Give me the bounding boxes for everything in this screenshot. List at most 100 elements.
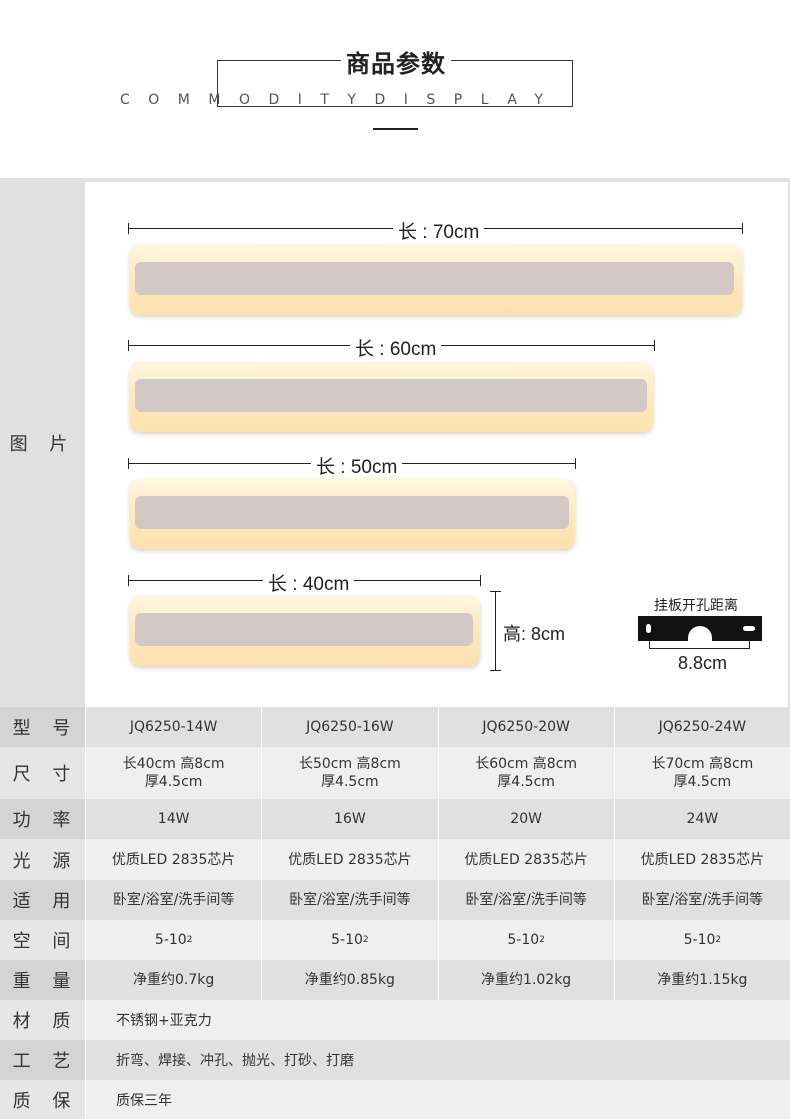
cell-text: 长70cm 高8cm 厚4.5cm [651,756,754,790]
row-label: 材 质 [0,1000,85,1040]
header: 商品参数 COMMODITYDISPLAY [0,0,790,178]
cell-text: 长50cm 高8cm 厚4.5cm [298,756,401,790]
row-label: 工 艺 [0,1040,85,1080]
table-cell: 20W [437,799,614,839]
cell-text: JQ6250-14W [129,719,218,735]
cell-text: 14W [157,811,190,827]
table-cell: 净重约0.85kg [261,960,437,1000]
length-label-70: 长 : 70cm [393,217,485,244]
cell-text: 24W [686,811,719,827]
table-cell: 质保三年 [85,1080,790,1119]
dimension-tick [649,641,650,649]
length-label-40: 长 : 40cm [263,569,355,596]
table-row: 适 用卧室/浴室/洗手间等卧室/浴室/洗手间等卧室/浴室/洗手间等卧室/浴室/洗… [0,880,790,920]
table-cell: 14W [85,799,261,839]
cell-text: JQ6250-20W [482,719,570,735]
title-frame-right [451,60,573,61]
table-row: 工 艺折弯、焊接、冲孔、抛光、打砂、打磨 [0,1040,790,1080]
cell-text: JQ6250-24W [658,719,747,735]
table-cell: 24W [613,799,790,839]
cell-text: 卧室/浴室/洗手间等 [289,892,411,908]
table-cell: 优质LED 2835芯片 [613,839,790,880]
dimension-tick [480,575,481,586]
dimension-tick [128,458,129,469]
mounting-plate [638,616,762,641]
cell-text: 卧室/浴室/洗手间等 [112,892,235,908]
table-cell: 长70cm 高8cm 厚4.5cm [613,747,790,799]
table-cell: 卧室/浴室/洗手间等 [437,880,614,920]
table-cell: JQ6250-16W [261,707,437,747]
cell-text: 20W [510,811,542,827]
dimension-tick [654,340,655,351]
table-cell: 不锈钢+亚克力 [85,1000,790,1040]
table-row: 光 源优质LED 2835芯片优质LED 2835芯片优质LED 2835芯片优… [0,839,790,880]
height-dimension-line [495,591,496,671]
product-image-panel: 长 : 70cm 长 : 60cm 长 : 50cm 长 : 40cm [85,182,788,707]
dimension-tick [128,575,129,586]
row-label: 空 间 [0,920,85,960]
cell-text: 长60cm 高8cm 厚4.5cm [475,756,578,790]
table-cell: 优质LED 2835芯片 [85,839,261,880]
page-title: 商品参数 [346,50,446,78]
dimension-tick [742,223,743,234]
table-cell: 优质LED 2835芯片 [437,839,614,880]
dimension-tick [128,340,129,351]
title-frame-left [217,60,341,61]
table-cell: 长50cm 高8cm 厚4.5cm [261,747,437,799]
row-label: 型 号 [0,707,85,747]
table-row: 材 质不锈钢+亚克力 [0,1000,790,1040]
row-label: 适 用 [0,880,85,920]
cell-text: JQ6250-16W [306,719,394,735]
dimension-tick [490,591,501,592]
page-subtitle: COMMODITYDISPLAY [120,92,562,108]
plate-distance-label: 8.8cm [678,653,728,674]
image-row: 图 片 长 : 70cm 长 : 60cm 长 : 50cm 长 : 40cm [0,178,790,707]
table-cell: 净重约1.02kg [437,960,614,1000]
table-cell: 卧室/浴室/洗手间等 [85,880,261,920]
cell-text: 净重约0.85kg [304,972,395,988]
table-row: 型 号 JQ6250-14W JQ6250-16W JQ6250-20W JQ6250-… [0,707,790,747]
dimension-tick [749,641,750,649]
table-cell: 净重约0.7kg [85,960,261,1000]
table-row: 尺 寸 长40cm 高8cm 厚4.5cm 长50cm 高8cm 厚4.5cm 长60… [0,747,790,799]
cell-text: 长40cm 高8cm 厚4.5cm [122,756,225,790]
lamp-60cm [130,362,653,432]
cell-text: 净重约1.15kg [657,972,748,988]
title-frame [217,60,573,107]
table-cell: 卧室/浴室/洗手间等 [613,880,790,920]
length-label-60: 长 : 60cm [350,334,442,361]
cell-text: 优质LED 2835芯片 [640,851,765,868]
length-label-50: 长 : 50cm [311,452,403,479]
table-cell: 长40cm 高8cm 厚4.5cm [85,747,261,799]
cell-text: 5-10 [154,932,187,948]
row-label: 质 保 [0,1080,85,1119]
table-cell: 优质LED 2835芯片 [261,839,437,880]
cell-text: 净重约1.02kg [481,972,572,988]
cell-text: 5-10 [331,932,363,948]
row-label: 光 源 [0,839,85,880]
row-label: 尺 寸 [0,747,85,799]
lamp-70cm [130,245,742,315]
table-cell: JQ6250-14W [85,707,261,747]
table-cell: JQ6250-24W [613,707,790,747]
cell-text: 优质LED 2835芯片 [111,851,236,868]
table-cell: JQ6250-20W [437,707,614,747]
lamp-40cm [130,596,480,666]
dimension-tick [575,458,576,469]
dimension-tick [490,670,501,671]
plate-dimension-line [649,648,750,649]
table-cell: 净重约1.15kg [613,960,790,1000]
table-cell: 16W [261,799,437,839]
table-cell: 长60cm 高8cm 厚4.5cm [437,747,614,799]
table-cell: 折弯、焊接、冲孔、抛光、打砂、打磨 [85,1040,790,1080]
plate-title: 挂板开孔距离 [654,598,738,614]
title-underline [373,128,418,130]
cell-text: 5-10 [683,932,716,948]
lamp-50cm [130,479,575,549]
